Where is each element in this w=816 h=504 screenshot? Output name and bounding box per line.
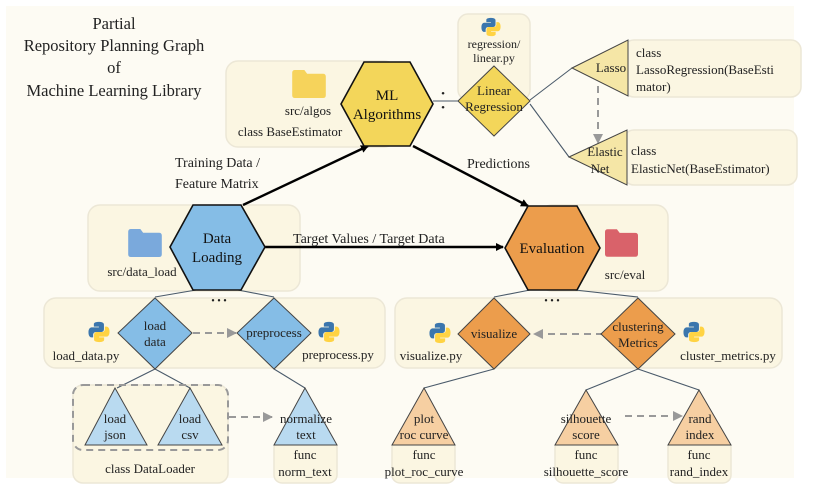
- data-node-label: Data: [203, 231, 232, 247]
- dataloader-class-label: class DataLoader: [105, 461, 196, 476]
- dataloader-group-outline: [72, 384, 229, 451]
- load-data-file-label: load_data.py: [53, 348, 120, 363]
- elasticnet-node[interactable]: [567, 129, 628, 186]
- linear-node-label: Linear: [477, 83, 512, 98]
- data-node-label: Loading: [192, 250, 242, 266]
- preprocess-file-label: preprocess.py: [302, 347, 374, 362]
- func-label: silhouette_score: [544, 464, 629, 479]
- silhouette-label: silhouette: [561, 411, 612, 426]
- elastic-label: Elastic: [587, 144, 623, 159]
- evaluation-node[interactable]: [504, 205, 601, 291]
- tree-lines: [116, 67, 700, 391]
- linear-node-label: Regression: [465, 99, 523, 114]
- training-data-arrow: [242, 144, 369, 207]
- func-label: norm_text: [278, 464, 332, 479]
- linear-regression-node[interactable]: [457, 65, 531, 137]
- ml-algorithms-node[interactable]: [340, 61, 434, 147]
- rand-label: index: [686, 427, 715, 442]
- data-folder-label: src/data_load: [107, 264, 177, 279]
- func-label: func: [293, 447, 316, 462]
- training-edge-label: Training Data /: [175, 156, 260, 171]
- preprocess-node[interactable]: [236, 297, 312, 370]
- ellipsis-dot: •: [441, 102, 445, 114]
- cluster-metrics-file-label: cluster_metrics.py: [680, 348, 776, 363]
- elastic-class-label: class: [631, 143, 656, 158]
- algos-folder-label: src/algos: [285, 103, 331, 118]
- title-line: Partial: [92, 14, 135, 33]
- func-label: func: [687, 447, 710, 462]
- title-line: of: [107, 58, 121, 77]
- lasso-label: Lasso: [596, 60, 626, 75]
- lasso-class-label: LassoRegression(BaseEsti: [636, 62, 774, 77]
- roc-label: roc curve: [400, 427, 449, 442]
- normalize-label: normalize: [280, 411, 332, 426]
- clustering-label: Metrics: [618, 335, 658, 350]
- visualize-label: visualize: [471, 326, 517, 341]
- file-label: regression/: [468, 37, 521, 51]
- folder-icon: [605, 229, 638, 257]
- elastic-label: Net: [591, 161, 610, 176]
- ellipsis: • • •: [544, 296, 560, 307]
- rand-index-node[interactable]: [667, 388, 732, 446]
- normalize-label: text: [296, 427, 316, 442]
- target-edge-label: Target Values / Target Data: [293, 232, 446, 247]
- plot-roc-curve-node[interactable]: [391, 386, 456, 446]
- load-csv-node[interactable]: [157, 386, 223, 446]
- load-data-label: data: [144, 334, 166, 349]
- silhouette-score-node[interactable]: [554, 388, 619, 446]
- visualize-file-label: visualize.py: [400, 348, 463, 363]
- func-label: plot_roc_curve: [385, 464, 464, 479]
- title-line: Machine Learning Library: [26, 81, 202, 100]
- base-estimator-label: class BaseEstimator: [238, 124, 343, 139]
- silhouette-label: score: [572, 427, 600, 442]
- load-csv-label: load: [179, 411, 202, 426]
- ellipsis-dot: •: [441, 88, 445, 100]
- clustering-metrics-node[interactable]: [600, 297, 676, 370]
- visualize-node[interactable]: [457, 297, 531, 370]
- ml-node-label: ML: [376, 88, 399, 104]
- data-loading-node[interactable]: [169, 204, 266, 291]
- roc-label: plot: [414, 411, 435, 426]
- load-json-label: load: [104, 411, 127, 426]
- func-label: func: [574, 447, 597, 462]
- training-edge-label: Feature Matrix: [175, 177, 259, 192]
- title-line: Repository Planning Graph: [24, 36, 205, 55]
- load-csv-label: csv: [181, 427, 199, 442]
- folder-icon: [128, 229, 162, 257]
- folder-icon: [292, 70, 326, 98]
- preprocess-label: preprocess: [246, 325, 302, 340]
- eval-node-label: Evaluation: [520, 241, 585, 257]
- load-data-node[interactable]: [117, 297, 193, 370]
- lasso-node[interactable]: [570, 39, 629, 97]
- ml-node-label: Algorithms: [353, 107, 421, 123]
- clustering-label: clustering: [612, 319, 664, 334]
- func-label: func: [412, 447, 435, 462]
- eval-folder-label: src/eval: [605, 267, 646, 282]
- predictions-edge-label: Predictions: [467, 157, 530, 172]
- ellipsis: • • •: [211, 296, 227, 307]
- func-label: rand_index: [670, 464, 729, 479]
- lasso-class-label: class: [636, 45, 661, 60]
- lasso-class-label: mator): [636, 79, 671, 94]
- normalize-text-node[interactable]: [273, 386, 338, 446]
- load-json-label: json: [103, 427, 126, 442]
- file-label: linear.py: [473, 51, 515, 65]
- rand-label: rand: [688, 411, 712, 426]
- data-files-box: [43, 297, 386, 369]
- predictions-arrow: [412, 144, 529, 208]
- diagram-title: Partial Repository Planning Graph of Mac…: [24, 14, 205, 100]
- load-data-label: load: [144, 318, 167, 333]
- elastic-class-label: ElasticNet(BaseEstimator): [631, 161, 770, 176]
- load-json-node[interactable]: [84, 386, 148, 446]
